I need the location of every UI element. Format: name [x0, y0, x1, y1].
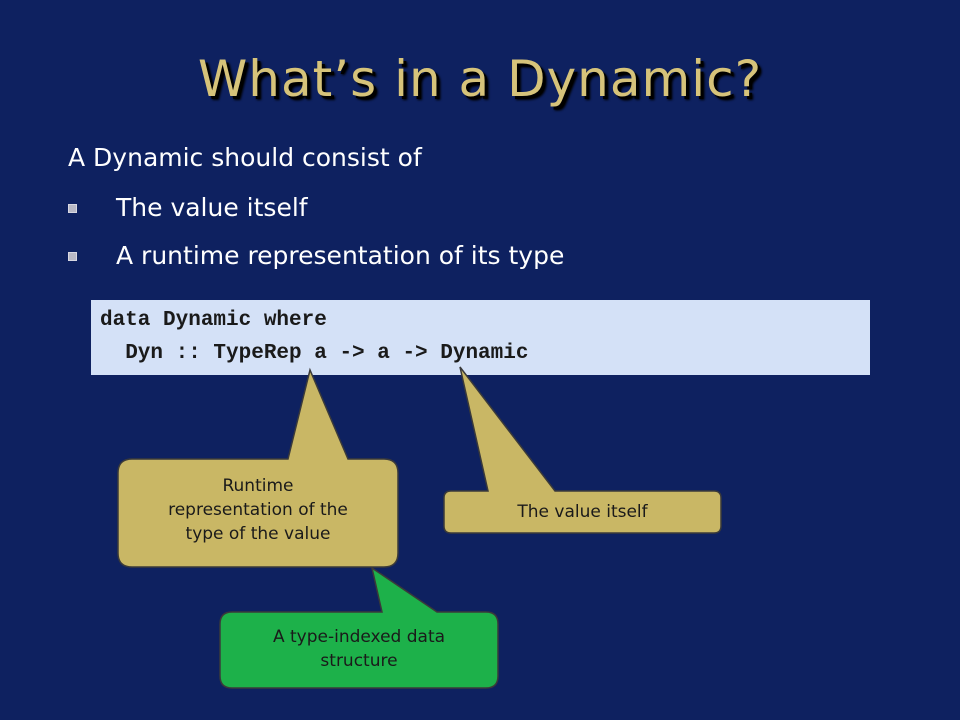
- callout-line: type of the value: [185, 524, 331, 544]
- callout-line: Runtime: [222, 476, 294, 496]
- callout-value-itself: [443, 366, 722, 534]
- callout-line: structure: [320, 651, 398, 671]
- callout-line: A type-indexed data: [272, 627, 446, 647]
- code-block: data Dynamic where Dyn :: TypeRep a -> a…: [91, 300, 870, 375]
- intro-text: A Dynamic should consist of: [68, 143, 422, 172]
- bullet-square-icon: [68, 252, 77, 261]
- callout-runtime-representation: [117, 367, 399, 568]
- callout-runtime-text: Runtime representation of the type of th…: [118, 474, 398, 546]
- callout-type-indexed: [219, 566, 499, 689]
- bullet-square-icon: [68, 204, 77, 213]
- code-line: Dyn :: TypeRep a -> a -> Dynamic: [100, 342, 529, 365]
- slide-title: What’s in a Dynamic?: [197, 50, 763, 108]
- callout-line: representation of the: [168, 500, 348, 520]
- code-line: data Dynamic where: [100, 309, 327, 332]
- callout-type-indexed-text: A type-indexed data structure: [220, 625, 498, 673]
- bullet-text: A runtime representation of its type: [116, 241, 565, 270]
- bullet-text: The value itself: [116, 193, 308, 222]
- callout-value-text: The value itself: [517, 502, 648, 522]
